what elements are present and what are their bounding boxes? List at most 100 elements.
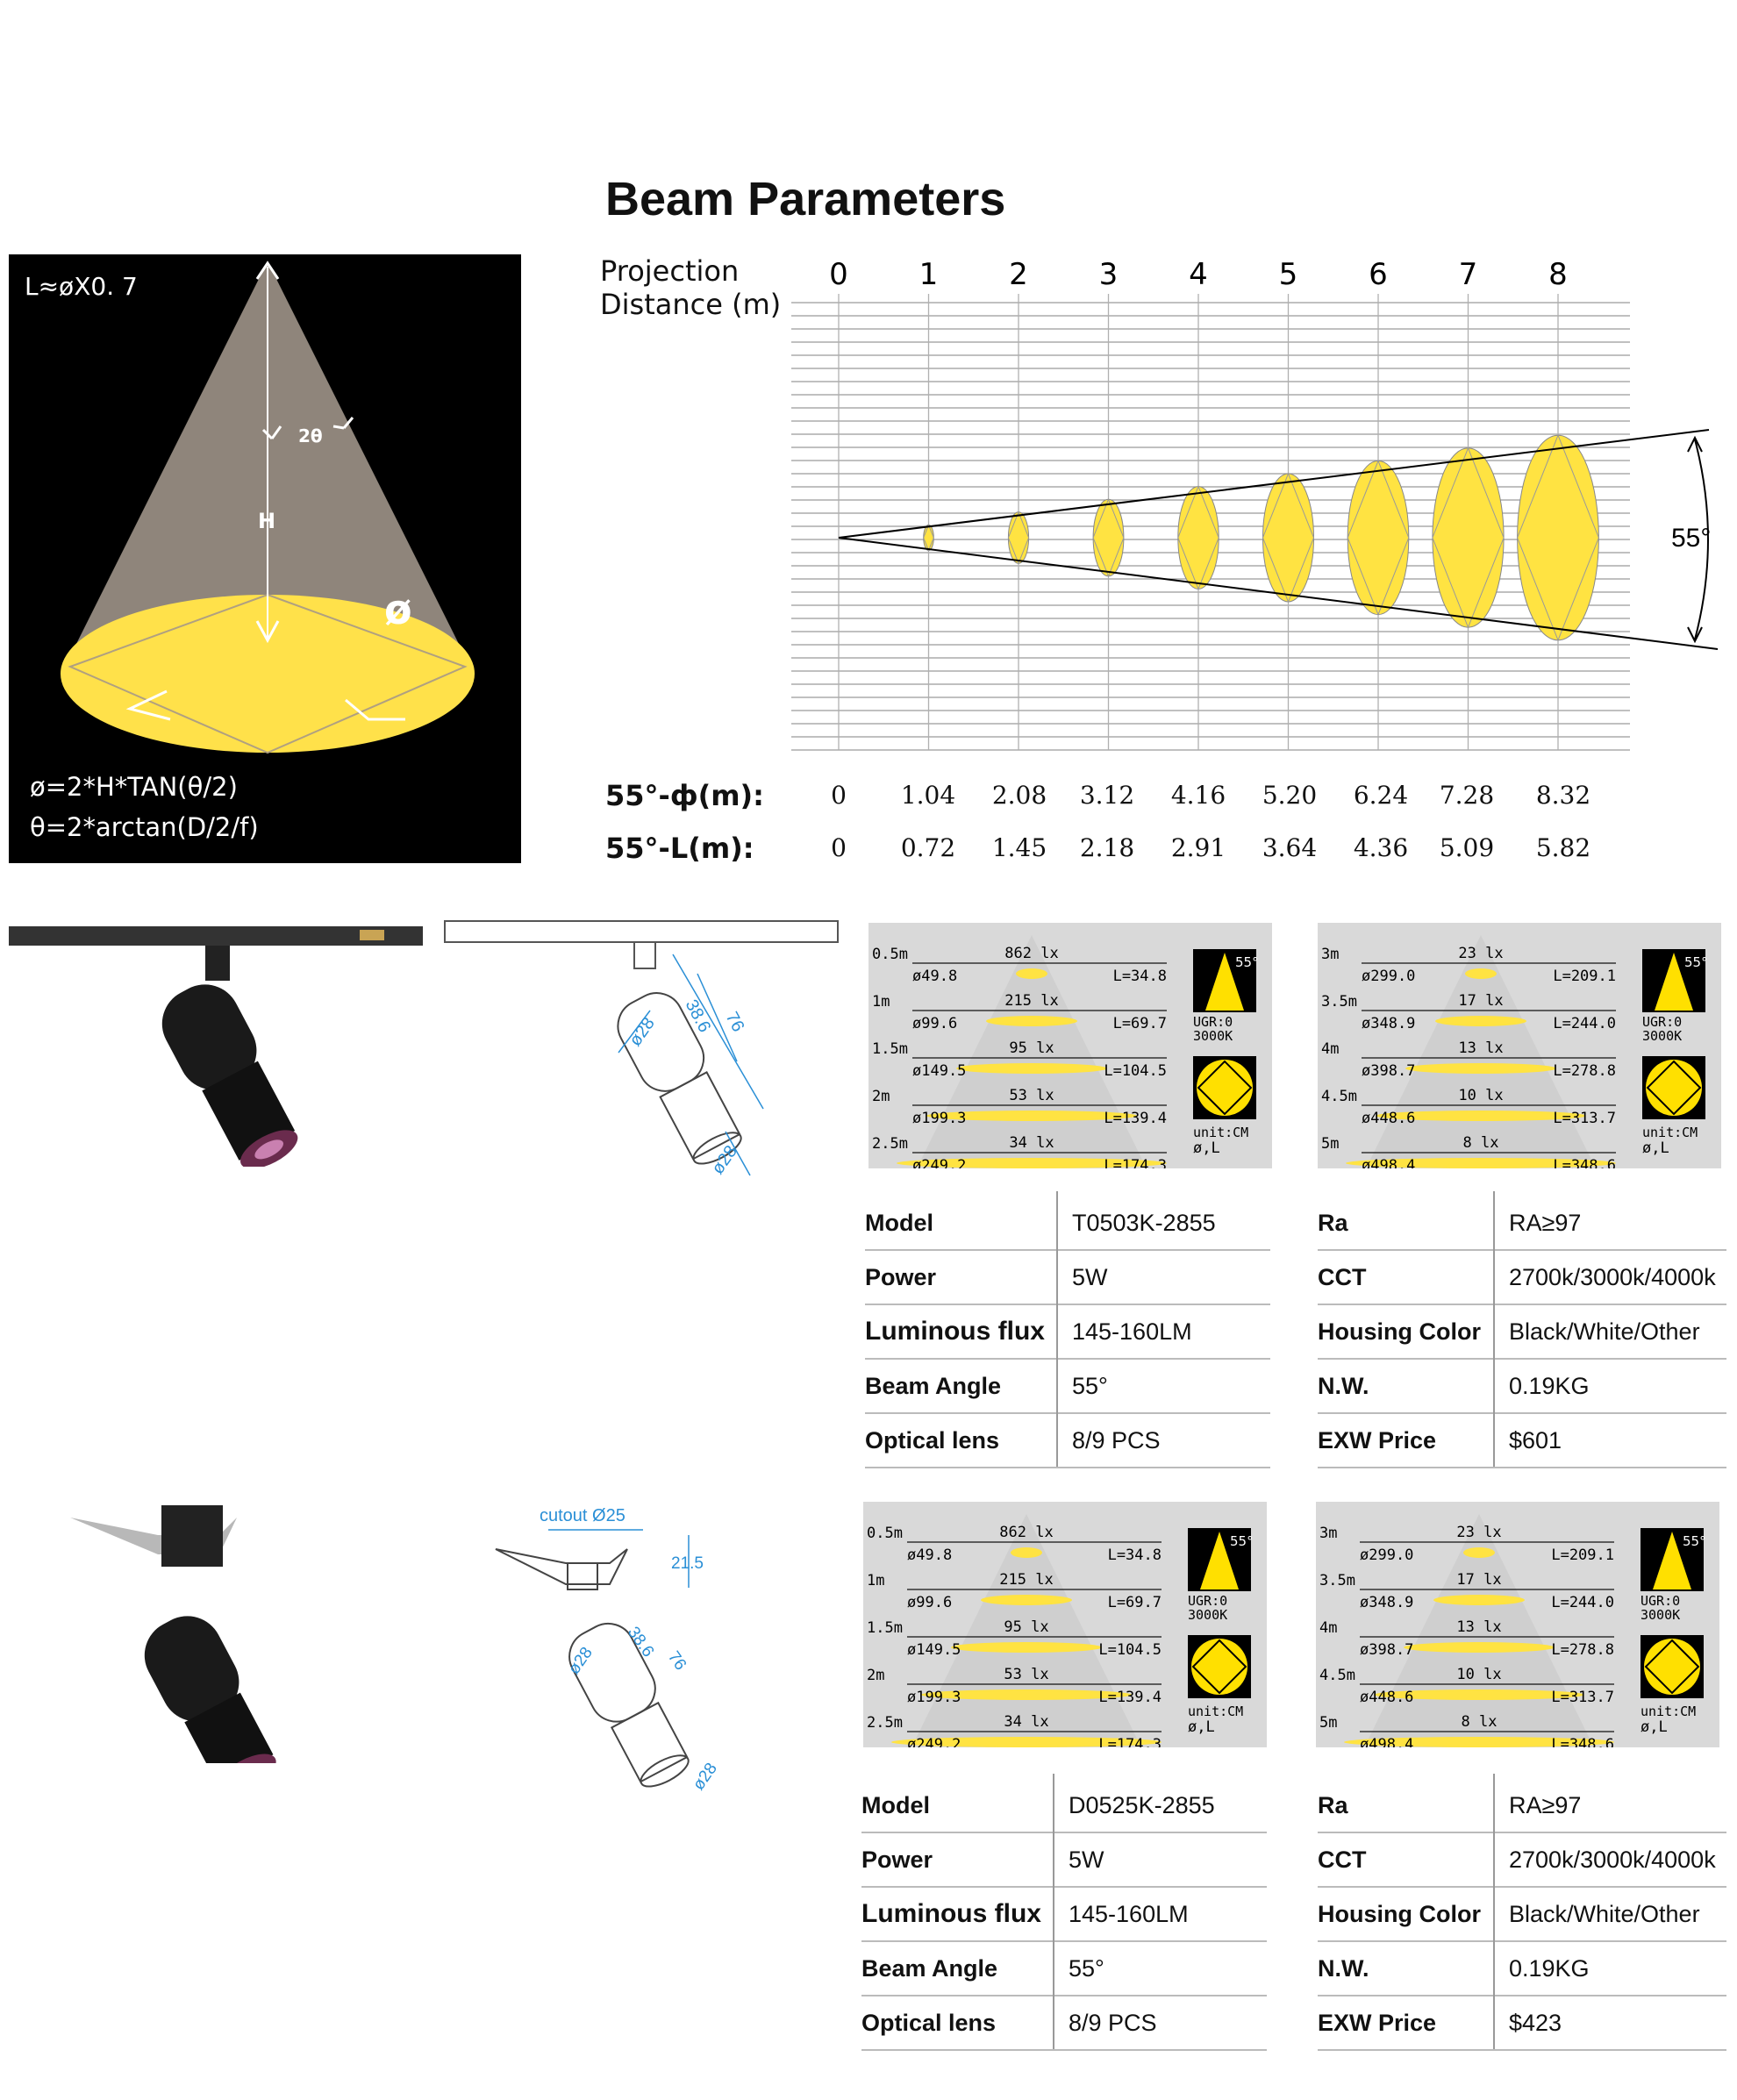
- track-rail: [9, 926, 423, 946]
- diameter-label: ø199.3: [912, 1110, 966, 1127]
- cone-drawing: [61, 261, 475, 754]
- recessed-dimension-drawing: cutout Ø25 21.5 76 38.6 ø28 ø28: [495, 1506, 721, 1794]
- beam-spot-diamond: [1177, 485, 1219, 590]
- beam-spot: [923, 524, 934, 552]
- phi-value: 8.32: [1535, 781, 1591, 810]
- corner-mark-right-icon: [345, 698, 405, 721]
- spot-ellipse: [1374, 1689, 1584, 1700]
- beam-angle-text: 55°: [1235, 954, 1259, 970]
- beam-angle-text: 55°: [1684, 954, 1708, 970]
- diameter-label: ø49.8: [907, 1546, 952, 1564]
- distance-tick-label: 5: [1279, 257, 1298, 292]
- spec-column-divider: [1056, 1191, 1058, 1467]
- beam-spot: [1177, 486, 1219, 589]
- spotlight-body: [161, 984, 298, 1167]
- beam-spot: [1347, 460, 1410, 616]
- beam-angle-shape: [1653, 1532, 1691, 1589]
- cct-text: 3000K: [1193, 1028, 1233, 1044]
- spot-ellipse: [981, 1595, 1072, 1605]
- ugr-text: UGR:0: [1642, 1014, 1682, 1030]
- unit-vars-text: ø,L: [1642, 1139, 1669, 1157]
- spec-value: 0.19KG: [1509, 1954, 1590, 1982]
- spec-value: Black/White/Other: [1509, 1900, 1700, 1927]
- beam-edge-top: [838, 429, 1710, 539]
- length-label: L=104.5: [1104, 1062, 1167, 1080]
- spot-circle: [1197, 1060, 1253, 1116]
- dim-height: 21.5: [671, 1554, 704, 1573]
- light-spot: [61, 595, 475, 753]
- dim-dia-1: ø28: [625, 1014, 659, 1050]
- beam-grid: [791, 294, 1630, 751]
- unit-text: unit:CM: [1193, 1125, 1248, 1140]
- length-label: L=348.6: [1551, 1736, 1614, 1747]
- length-label: L=139.4: [1104, 1110, 1167, 1127]
- distance-label: 2m: [867, 1667, 884, 1684]
- distance-label: 5m: [1321, 1135, 1339, 1153]
- arc-arrow-up-icon: [1687, 435, 1703, 453]
- beam-spot-diamond: [1262, 472, 1315, 604]
- l-value: 2.18: [1079, 833, 1135, 862]
- lux-label: 53 lx: [1009, 1087, 1054, 1104]
- length-label: L=313.7: [1553, 1110, 1616, 1127]
- dim-mid: 38.6: [682, 996, 715, 1036]
- diameter-label: ø498.4: [1362, 1157, 1415, 1168]
- spec-column-divider: [1493, 1191, 1495, 1467]
- length-label: L=348.6: [1553, 1157, 1616, 1168]
- lux-label: 13 lx: [1456, 1618, 1501, 1636]
- unit-vars-text: ø,L: [1193, 1139, 1220, 1157]
- dim-length: 76: [664, 1648, 690, 1674]
- spot-ellipse: [1346, 1158, 1616, 1168]
- beam-spot: [1432, 447, 1505, 628]
- dimension-lines: [618, 954, 764, 1176]
- spec-row: EXW Price$423: [1318, 1996, 1726, 2051]
- spec-value: 0.19KG: [1509, 1372, 1590, 1399]
- recessed-spotlight-photo: [70, 1505, 276, 1763]
- spec-value: 5W: [1072, 1263, 1108, 1290]
- spec-value: RA≥97: [1509, 1791, 1582, 1818]
- spec-key: Power: [861, 1846, 933, 1873]
- track-dimension-drawing: 76 38.6 ø28 ø28: [444, 920, 839, 1178]
- length-label: L=278.8: [1551, 1641, 1614, 1659]
- cone-shade: [916, 1514, 1137, 1739]
- spec-key: N.W.: [1318, 1954, 1369, 1982]
- spec-key: Optical lens: [865, 1426, 1000, 1454]
- ugr-text: UGR:0: [1188, 1593, 1227, 1609]
- arc-arrow-down-icon: [1687, 626, 1703, 644]
- spec-key: Power: [865, 1263, 937, 1290]
- spot-ellipse: [986, 1016, 1077, 1026]
- spot-circle: [1191, 1639, 1247, 1695]
- length-label: L=34.8: [1113, 968, 1167, 985]
- beam-cone-illustration: L≈øⅩ0. 7 2θ H ø ø=2*H*TAN(θ/2) θ=2*arcta…: [9, 254, 521, 863]
- diameter-label: ø348.9: [1360, 1594, 1413, 1611]
- spec-key: Model: [865, 1209, 933, 1236]
- distance-tick-label: 8: [1548, 257, 1568, 292]
- beam-angle-text: 55°: [1230, 1533, 1254, 1549]
- spec-value: RA≥97: [1509, 1209, 1582, 1236]
- l-value: 3.64: [1262, 833, 1318, 862]
- spec-value: $601: [1509, 1426, 1562, 1454]
- cct-text: 3000K: [1640, 1607, 1680, 1623]
- phi-value: 3.12: [1079, 781, 1135, 810]
- spot-ellipse: [1016, 968, 1047, 979]
- beam-angle-text: 55°: [1683, 1533, 1706, 1549]
- distance-label: 2.5m: [872, 1135, 908, 1153]
- distance-label: 0.5m: [872, 946, 908, 963]
- distance-label: 4.5m: [1321, 1088, 1357, 1105]
- spec-value: D0525K-2855: [1069, 1791, 1215, 1818]
- page-title: Beam Parameters: [605, 173, 1006, 225]
- diameter-label: ø398.7: [1362, 1062, 1415, 1080]
- diameter-label: ø348.9: [1362, 1015, 1415, 1032]
- ugr-text: UGR:0: [1640, 1593, 1680, 1609]
- distance-label: 1m: [872, 993, 890, 1011]
- length-label: L=174.3: [1098, 1736, 1162, 1747]
- l-value: 5.82: [1535, 833, 1591, 862]
- cone-shade: [1370, 935, 1591, 1160]
- beam-spot-diamond: [1432, 446, 1505, 629]
